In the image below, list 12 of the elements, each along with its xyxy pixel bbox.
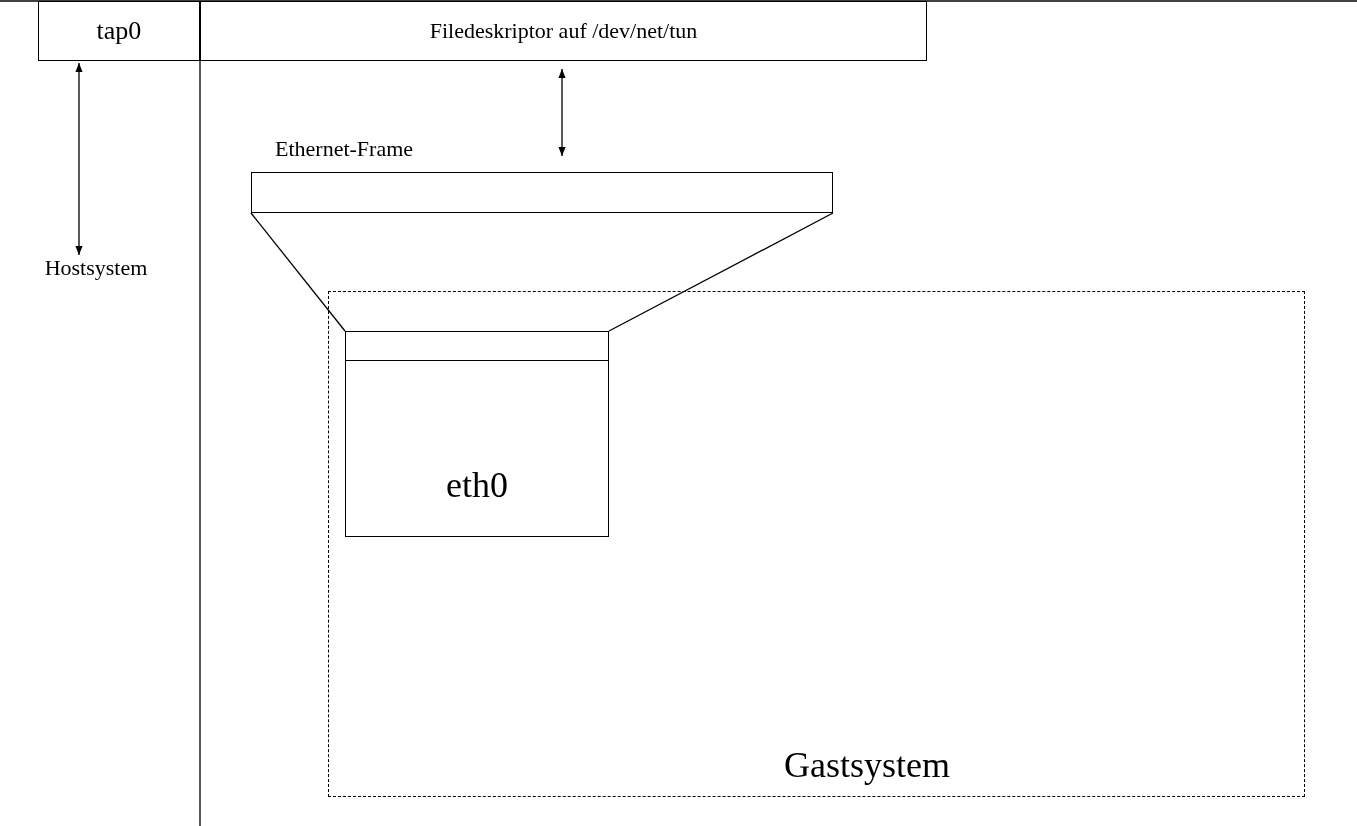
projection-line <box>250 212 346 332</box>
interface-label: eth0 <box>445 464 509 506</box>
double-arrow <box>558 68 566 157</box>
projection-line <box>608 212 834 332</box>
double-arrow <box>75 62 83 256</box>
guest-system-label: Gastsystem <box>784 744 950 786</box>
hostsystem-label: Hostsystem <box>6 255 186 289</box>
interface-box <box>345 331 609 537</box>
frame-label: Ethernet-Frame <box>275 136 414 162</box>
tap-device-box: tap0 <box>38 1 200 61</box>
file-descriptor-box: Filedeskriptor auf /dev/net/tun <box>200 1 927 61</box>
guest-system-box <box>328 291 1305 797</box>
